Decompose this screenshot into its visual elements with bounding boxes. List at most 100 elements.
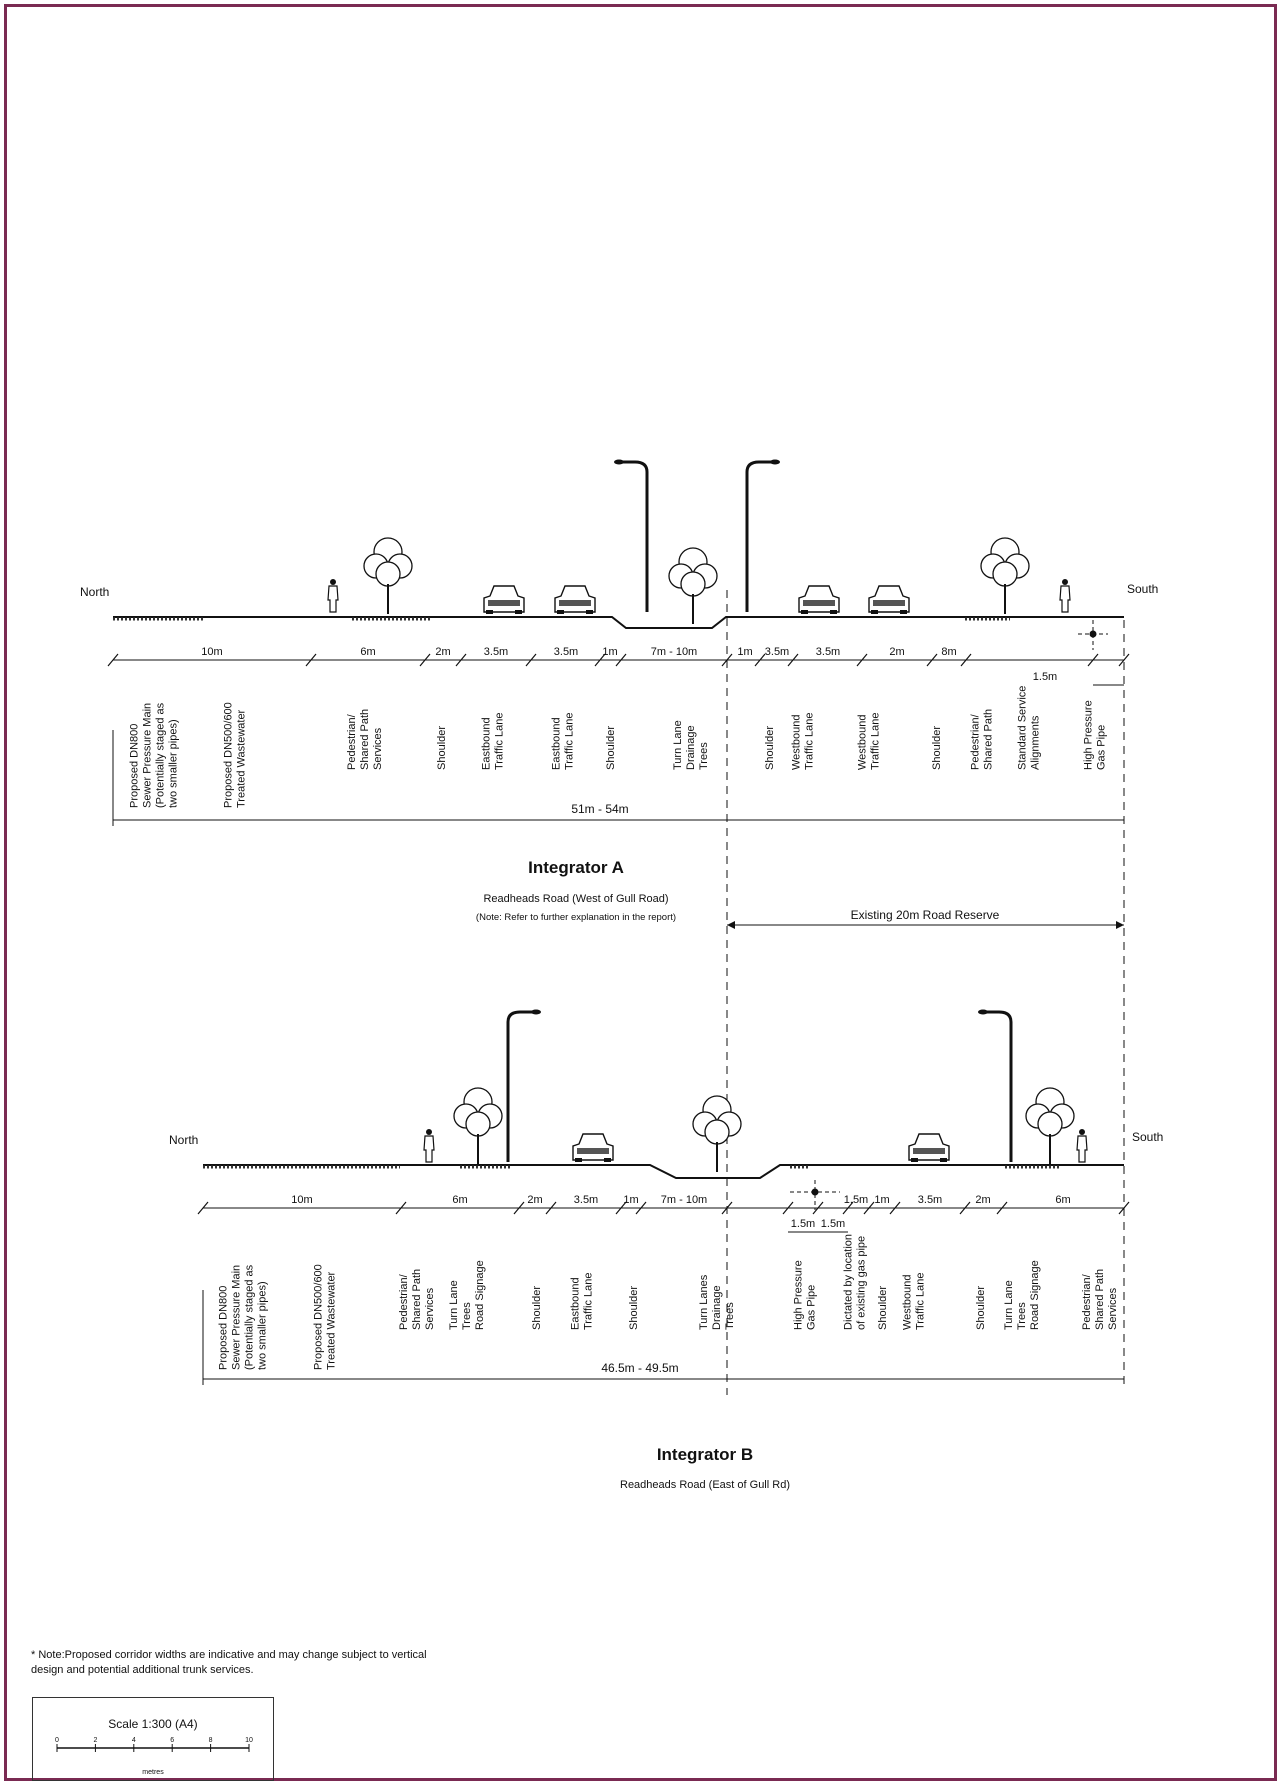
dimension-label: 3.5m [765,646,789,658]
zone-label: Shoulder [628,1286,640,1330]
zone-label: Shoulder [931,726,943,770]
note-a: (Note: Refer to further explanation in t… [476,912,676,923]
dimension-tick [889,1201,901,1215]
pedestrian-icon [327,578,339,613]
scale-tick-label: 2 [93,1737,97,1744]
dimension-tick [842,1201,854,1215]
zone-label: Proposed DN500/600Treated Wastewater [223,702,248,808]
dimension-label: 3.5m [574,1194,598,1206]
scale-tick-label: 0 [55,1737,59,1744]
zone-label: Proposed DN800Sewer Pressure Main(Potent… [129,702,180,808]
road-reserve-label: Existing 20m Road Reserve [851,908,1000,922]
zone-label: Shoulder [877,1286,889,1330]
dimension-label: 1m [623,1194,638,1206]
dimension-tick [721,1201,733,1215]
zone-label: WestboundTraffic Lane [902,1273,927,1330]
dimension-label: 2m [527,1194,542,1206]
gas-pipe-marker [790,1180,840,1210]
car-icon [554,585,596,615]
zone-label: Shoulder [531,1286,543,1330]
pedestrian-icon [1076,1128,1088,1163]
zone-label: Turn LaneDrainageTrees [672,720,710,770]
car-icon [798,585,840,615]
dimension-label: 1.5m [821,1218,845,1230]
dimension-tick [863,1201,875,1215]
tree-icon [692,1095,742,1173]
dimension-tick [594,653,606,667]
zone-label: Shoulder [975,1286,987,1330]
dimension-tick [107,653,119,667]
dimension-tick [926,653,938,667]
dimension-tick [635,1201,647,1215]
zone-label: EastboundTraffic Lane [551,713,576,770]
scale-tick-label: 6 [170,1737,174,1744]
tree-icon [453,1087,503,1165]
zone-label: High PressureGas Pipe [793,1260,818,1330]
scale-unit: metres [142,1769,164,1776]
zone-label: Proposed DN800Sewer Pressure Main(Potent… [218,1264,269,1370]
zone-label: EastboundTraffic Lane [570,1273,595,1330]
dimension-label: 10m [291,1194,312,1206]
zone-label: WestboundTraffic Lane [791,713,816,770]
dimension-label: 1m [602,646,617,658]
car-icon [572,1133,614,1163]
street-light-icon [976,1008,1013,1164]
dimension-tick [812,1201,824,1215]
zone-label: Shoulder [436,726,448,770]
zone-label: Shoulder [605,726,617,770]
pedestrian-icon [1059,578,1071,613]
tree-icon [363,537,413,615]
dimension-tick [197,1201,209,1215]
section-b: North South 10m 6m 2m 3.5m 1m 7m - 10m 1.5m 1.5… [169,1008,1163,1491]
scale-tick-label: 8 [209,1737,213,1744]
dimension-tick [615,1201,627,1215]
scale-tick-label: 10 [245,1737,253,1744]
zone-label: Pedestrian/Shared Path [970,709,995,770]
car-icon [483,585,525,615]
dimension-label: 1.5m [844,1194,868,1206]
dimension-tick [525,653,537,667]
street-light-icon [612,458,649,614]
street-light-icon [745,458,782,614]
total-width-a: 51m - 54m [571,802,628,816]
dimension-label: 1m [737,646,752,658]
tree-icon [980,537,1030,615]
dimension-label: 2m [435,646,450,658]
car-icon [868,585,910,615]
zone-label: WestboundTraffic Lane [857,713,882,770]
pedestrian-icon [423,1128,435,1163]
south-label-a: South [1127,582,1158,596]
section-a: North South 10m 6m 2m 3.5m 3.5m 1m 7m - 10m 1m 3… [80,458,1158,1390]
dimension-label: 3.5m [918,1194,942,1206]
footnote: * Note:Proposed corridor widths are indi… [31,1649,427,1676]
zone-label: Pedestrian/Shared PathServices [398,1269,436,1330]
south-label-b: South [1132,1130,1163,1144]
zone-label: Turn LaneTreesRoad Signage [1003,1260,1041,1330]
tree-icon [668,547,718,625]
scale-title: Scale 1:300 (A4) [108,1717,197,1731]
dimension-label: 2m [889,646,904,658]
dimension-label: 6m [1055,1194,1070,1206]
dimension-tick [754,653,766,667]
zone-label: Standard ServiceAlignments [1017,686,1042,770]
zone-label: EastboundTraffic Lane [481,713,506,770]
dimension-label: 7m - 10m [651,646,697,658]
dimension-tick [615,653,627,667]
dimension-tick [1118,1201,1130,1215]
dimension-label: 3.5m [554,646,578,658]
subtitle-b: Readheads Road (East of Gull Rd) [620,1479,790,1491]
tree-icon [1025,1087,1075,1165]
dimension-label: 1.5m [1033,671,1057,683]
street-light-icon [506,1008,543,1164]
gas-pipe-marker [1078,620,1108,650]
dimension-tick [1118,653,1130,667]
dimension-tick [787,653,799,667]
north-label-b: North [169,1133,198,1147]
zone-label: Pedestrian/Shared PathServices [346,709,384,770]
dimension-tick [395,1201,407,1215]
dimension-tick [455,653,467,667]
zone-label: Proposed DN500/600Treated Wastewater [313,1264,338,1370]
dimension-label: 7m - 10m [661,1194,707,1206]
